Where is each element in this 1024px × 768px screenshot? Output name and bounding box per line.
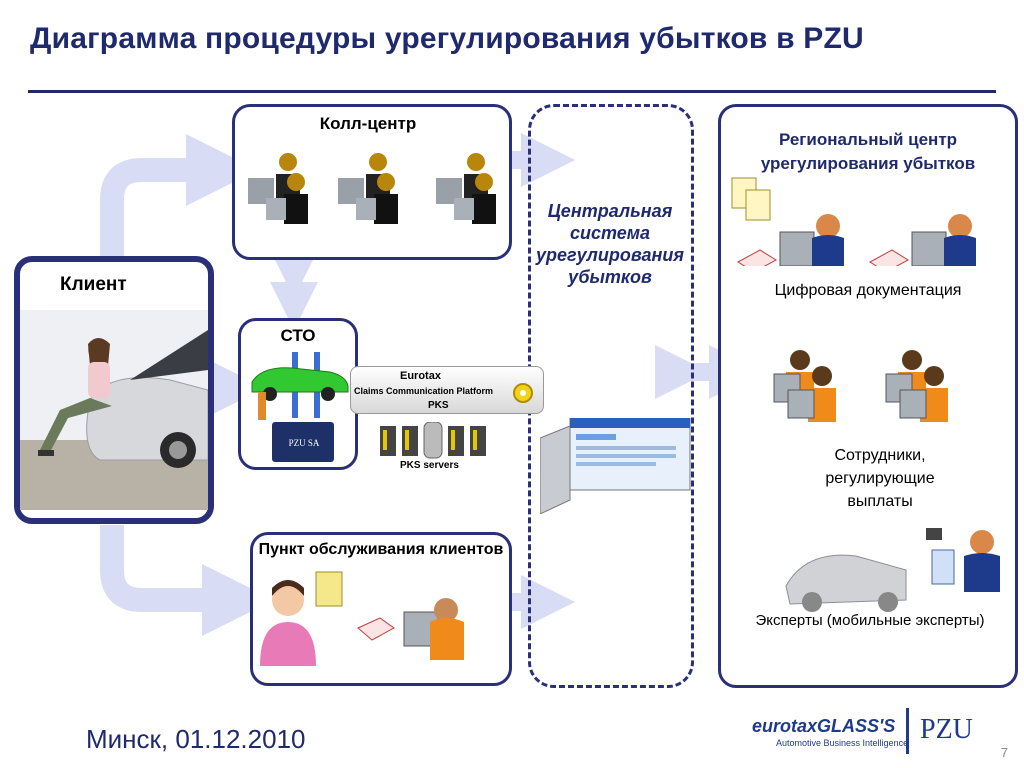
slide-title: Диаграмма процедуры урегулирования убытк… [30,22,864,55]
pks-servers-label: PKS servers [400,460,459,471]
page-number: 7 [1000,745,1008,760]
experts-label: Эксперты (мобильные эксперты) [755,612,985,629]
customer-body [260,622,316,666]
digital-docs-illustration [731,177,976,266]
sto-illustration: PZU SA [251,352,349,462]
experts-illustration [785,528,1000,612]
regional-center-label: Региональный центр урегулирования убытко… [760,130,976,173]
service-point-label: Пункт обслуживания клиентов [258,541,504,558]
client-photo [20,310,208,510]
eurotax-logo-tagline: Automotive Business Intelligence [776,738,909,748]
arrow-client-callcenter [100,134,258,260]
client-box [14,256,214,524]
title-underline [28,90,996,93]
call-center-operators [248,153,496,224]
pzu-badge-bg [272,422,334,462]
service-point-illustration [260,571,464,666]
gear-icon [513,383,533,403]
central-system-label: Центральная система урегулирования убытк… [536,201,684,287]
operator-group-3 [436,153,496,224]
digital-docs-label: Цифровая документация [774,282,962,299]
monitor-icon-2 [911,231,947,266]
eurotax-logo: eurotaxGLASS'S [752,716,896,736]
scanner-icon-2 [869,249,909,266]
eurotax-pks: PKS [428,400,449,411]
pzu-logo: PZU [920,714,973,745]
camera-icon [926,528,942,540]
customer-head [272,584,304,616]
central-server-icon [540,418,691,514]
logo-separator [906,708,909,754]
operator-group-2 [338,153,398,224]
operator-group-1 [248,153,308,224]
adjuster-group-2 [885,350,948,422]
scanner-icon [357,617,395,641]
adjusters-label: Сотрудники, регулирующие выплаты [825,447,935,510]
central-system-box [528,104,694,688]
adjuster-group-1 [773,350,836,422]
arrow-client-service [100,525,274,636]
pzu-badge-text: PZU SA [289,438,320,448]
eurotax-platform [350,366,544,414]
place-date: Минск, 01.12.2010 [86,724,306,754]
pks-servers-icon [380,422,486,459]
damaged-car-icon [785,554,907,605]
adjusters-illustration [773,350,948,422]
eurotax-subtitle: Claims Communication Platform [354,386,494,396]
document-icon [315,571,343,607]
eurotax-title: Eurotax [400,370,441,382]
scanner-icon-1 [737,249,777,266]
tablet-icon [931,549,955,585]
sto-label: СТО [280,326,316,345]
call-center-label: Колл-центр [319,114,417,133]
monitor-icon-1 [779,231,815,266]
client-label: Клиент [60,274,127,295]
